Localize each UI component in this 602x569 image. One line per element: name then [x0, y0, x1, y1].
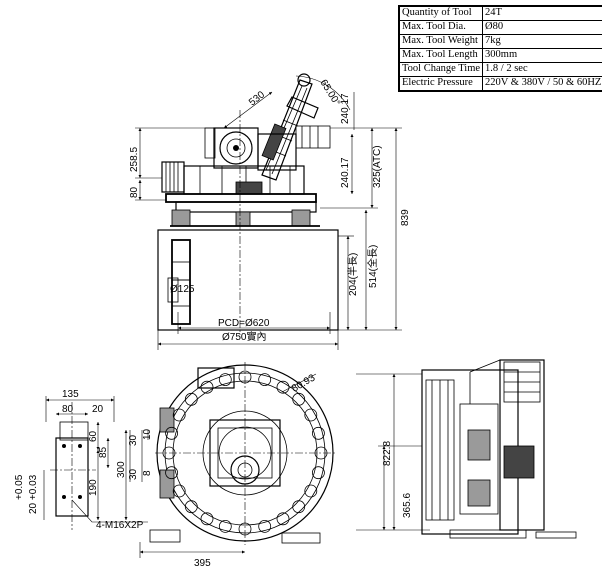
- dim-395: 395: [194, 558, 211, 569]
- bolt-callout: 4-M16X2P: [96, 520, 144, 531]
- motor-base: [161, 161, 320, 227]
- tool-pocket: [162, 446, 176, 460]
- dim-822-8: 822.8: [382, 441, 393, 466]
- tool-pocket: [184, 392, 198, 406]
- dim-514: 514(全長): [366, 245, 379, 288]
- front-elevation-view: 530 65.00° 240.17 258.5 80 240.17 325(AT…: [129, 73, 411, 350]
- tool-pocket: [258, 520, 272, 533]
- tool-pocket: [304, 408, 318, 422]
- side-view: 822.8 365.6: [356, 359, 577, 539]
- dim-240-lower: 240.17: [340, 157, 351, 188]
- tool-pocket: [311, 466, 325, 480]
- tool-pocket: [184, 500, 198, 514]
- dim-530: 530: [247, 89, 267, 108]
- dim-20: 20: [92, 404, 104, 415]
- dim-85: 85: [98, 446, 109, 458]
- dim-258-5: 258.5: [129, 147, 140, 172]
- tool-pocket: [314, 446, 328, 460]
- dim-190: 190: [88, 479, 99, 496]
- tool-pocket: [200, 380, 214, 394]
- dim-80-plate: 80: [62, 404, 74, 415]
- dim-tol-plus: +0.05: [14, 474, 25, 500]
- tool-pocket: [276, 380, 290, 394]
- dim-325-atc: 325(ATC): [372, 145, 383, 188]
- tool-pocket: [304, 484, 318, 498]
- tool-pocket: [172, 484, 186, 498]
- spec-value: 220V & 380V / 50 & 60HZ: [482, 76, 602, 91]
- tool-pocket: [258, 373, 272, 387]
- tool-pocket: [165, 426, 179, 440]
- magazine-body: [157, 110, 339, 335]
- tool-pocket: [200, 512, 214, 526]
- dim-65-deg: 65.00°: [317, 78, 342, 108]
- plan-view: 80.93 30 10 30 8 395: [128, 362, 335, 569]
- mount-plate-detail: 135 80 20 60 85 190 300 +0.05 20 +0.03 4…: [14, 389, 148, 531]
- dim-60: 60: [88, 430, 99, 442]
- dim-30-lower: 30: [128, 468, 139, 480]
- tool-pocket-ring: [162, 370, 328, 536]
- dim-10: 10: [142, 428, 153, 440]
- swing-arm: [261, 73, 319, 181]
- tool-pocket: [165, 466, 179, 480]
- tool-pocket: [311, 426, 325, 440]
- tool-pocket: [276, 512, 290, 526]
- tool-pocket: [238, 522, 252, 536]
- dim-204: 204(半長): [346, 253, 359, 296]
- dim-pcd: PCD=Ø620: [218, 318, 270, 329]
- dim-80: 80: [129, 186, 140, 198]
- dim-365-6: 365.6: [402, 493, 413, 518]
- gear-housing: [204, 125, 331, 171]
- tool-pocket: [218, 520, 232, 533]
- dim-d125: Ø125: [170, 284, 195, 295]
- tool-pocket: [218, 373, 232, 387]
- tool-pocket: [292, 392, 306, 406]
- dim-80-93: 80.93: [290, 372, 318, 394]
- dim-240-upper: 240.17: [340, 93, 351, 124]
- dim-300: 300: [116, 461, 127, 478]
- dim-tol-base: 20 +0.03: [28, 474, 39, 514]
- dim-135: 135: [62, 389, 79, 400]
- dim-30: 30: [128, 434, 139, 446]
- tool-pocket: [238, 370, 252, 384]
- dim-8: 8: [142, 470, 153, 476]
- tool-pocket: [172, 408, 186, 422]
- dim-839: 839: [400, 209, 411, 226]
- tool-pocket: [292, 500, 306, 514]
- dim-d750: Ø750實內: [222, 330, 266, 343]
